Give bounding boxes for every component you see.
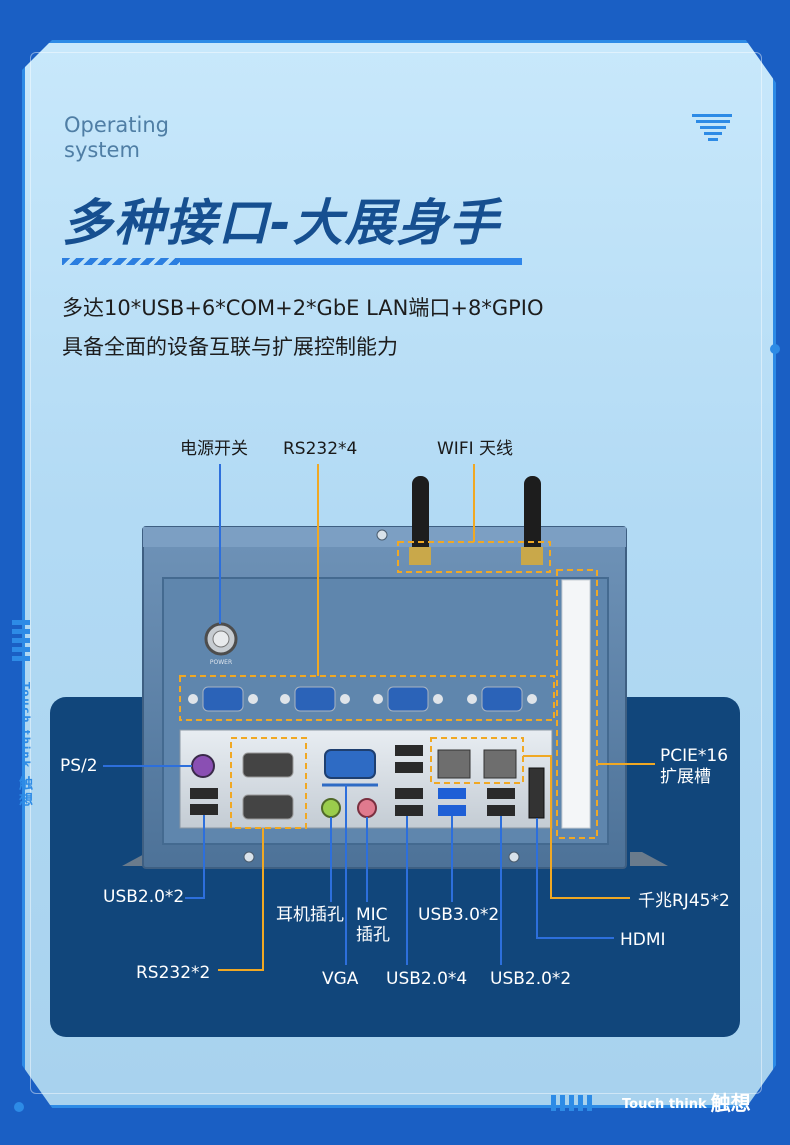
callout-box-rs232x2 xyxy=(230,737,307,829)
headphone-jack xyxy=(321,798,341,818)
label-vga: VGA xyxy=(322,969,359,989)
rs232-port xyxy=(467,686,537,712)
usb-port xyxy=(395,788,423,799)
screw xyxy=(243,851,255,863)
bottom-stripes-icon xyxy=(551,1095,592,1111)
label-ps2: PS/2 xyxy=(60,756,98,776)
mic-jack xyxy=(357,798,377,818)
frame-dot xyxy=(770,344,780,354)
rj45-port xyxy=(483,749,517,779)
rj45-port xyxy=(437,749,471,779)
usb-port xyxy=(395,762,423,773)
label-rj45: 千兆RJ45*2 xyxy=(638,891,730,911)
com-port xyxy=(242,752,294,778)
screw xyxy=(508,851,520,863)
power-button-caption: POWER xyxy=(210,659,232,666)
usb3-port xyxy=(438,805,466,816)
side-brand-logo: Touch think 触想 xyxy=(5,682,35,808)
usb-port xyxy=(395,805,423,816)
label-wifi: WIFI 天线 xyxy=(437,439,514,459)
label-power-switch: 电源开关 xyxy=(180,439,248,459)
usb3-port xyxy=(438,788,466,799)
antenna-right xyxy=(524,476,541,558)
side-stripes-icon xyxy=(12,620,30,661)
side-brand-small: Touch think xyxy=(20,682,31,770)
label-pcie-line1: PCIE*16 xyxy=(660,746,729,766)
leader-rs232x2 xyxy=(218,828,264,971)
label-usb20x2-left: USB2.0*2 xyxy=(103,887,185,907)
usb-port xyxy=(395,745,423,756)
label-mic-line1: MIC xyxy=(356,905,388,925)
os-label-line1: Operating xyxy=(64,113,169,137)
antenna-connector xyxy=(521,547,543,565)
rs232-port xyxy=(373,686,443,712)
label-usb30x2: USB3.0*2 xyxy=(418,905,500,925)
leader-hdmi xyxy=(536,818,614,939)
ps2-port xyxy=(191,754,215,778)
usb-port xyxy=(487,805,515,816)
frame-dot xyxy=(14,1102,24,1112)
rs232-port xyxy=(280,686,350,712)
label-headphone: 耳机插孔 xyxy=(276,905,344,925)
label-usb20x4: USB2.0*4 xyxy=(386,969,468,989)
label-rs232x2: RS232*2 xyxy=(136,963,211,983)
power-button-center xyxy=(212,630,230,648)
os-label-line2: system xyxy=(64,138,140,162)
subtitle-line2: 具备全面的设备互联与扩展控制能力 xyxy=(62,335,398,359)
label-hdmi: HDMI xyxy=(620,930,666,950)
screw xyxy=(376,529,388,541)
label-usb20x2-right: USB2.0*2 xyxy=(490,969,572,989)
callout-box-pcie xyxy=(556,569,598,839)
vga-port xyxy=(324,749,376,779)
rs232-port xyxy=(188,686,258,712)
menu-lines-icon xyxy=(692,114,732,141)
leader-usb20-left xyxy=(185,815,205,899)
side-brand-cn: 触想 xyxy=(17,775,33,808)
bottom-brand-cn: 触想 xyxy=(710,1091,751,1115)
hdmi-port xyxy=(528,767,545,819)
leader-rj45 xyxy=(523,755,630,899)
label-pcie-line2: 扩展槽 xyxy=(660,767,711,787)
usb-port xyxy=(190,788,218,799)
subtitle-line1: 多达10*USB+6*COM+2*GbE LAN端口+8*GPIO xyxy=(62,296,544,320)
com-port xyxy=(242,794,294,820)
label-mic-line2: 插孔 xyxy=(356,925,390,945)
chassis-foot-right xyxy=(630,852,668,866)
page-title: 多种接口-大展身手 xyxy=(62,194,501,252)
pcie-slot xyxy=(561,579,591,829)
os-label: Operating system xyxy=(64,113,169,163)
bottom-brand-small: Touch think xyxy=(622,1096,707,1112)
antenna-connector xyxy=(409,547,431,565)
label-rs232x4: RS232*4 xyxy=(283,439,358,459)
callout-box-rs232x4 xyxy=(179,675,555,721)
callout-box-rj45 xyxy=(430,737,524,784)
usb-port xyxy=(190,804,218,815)
usb-port xyxy=(487,788,515,799)
antenna-left xyxy=(412,476,429,558)
title-underline xyxy=(180,258,522,265)
